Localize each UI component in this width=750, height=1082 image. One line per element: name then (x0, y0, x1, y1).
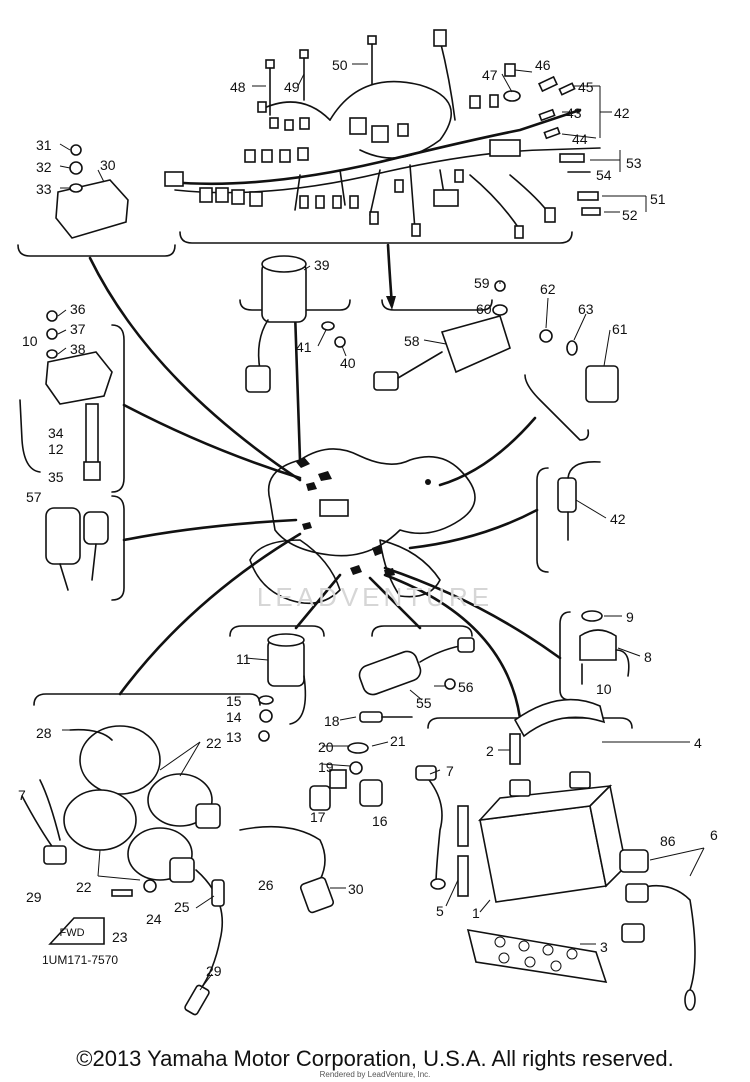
fwd-label: FWD (59, 927, 84, 939)
label-16: 16 (372, 813, 388, 829)
label-18: 18 (324, 713, 340, 729)
leads-25-30 (21, 795, 335, 1016)
label-17: 17 (310, 809, 326, 825)
label-58: 56 (458, 679, 474, 695)
sensor-43 (557, 461, 601, 541)
label-52: 50 (332, 57, 348, 73)
label-29-bottom: 29 (206, 963, 222, 979)
label-10-left: 10 (22, 333, 38, 349)
label-1: 1 (472, 905, 480, 921)
wire-harness (164, 29, 601, 239)
label-36: 35 (48, 469, 64, 485)
label-62: 60 (476, 301, 492, 317)
label-64: 62 (540, 281, 556, 297)
label-9: 9 (626, 609, 634, 625)
battery-1 (415, 698, 696, 1011)
label-53: 51 (650, 191, 666, 207)
switch-60 (373, 280, 511, 391)
relay-63 (539, 329, 619, 403)
label-54: 52 (622, 207, 638, 223)
label-29-left: 29 (26, 889, 42, 905)
label-42: 41 (296, 339, 312, 355)
label-56: 54 (596, 167, 612, 183)
label-14: 14 (226, 709, 242, 725)
label-21: 21 (390, 733, 406, 749)
label-47: 45 (578, 79, 594, 95)
main-switch-40 (245, 255, 346, 393)
ignition-coils-22 (39, 725, 221, 883)
label-4: 4 (694, 735, 702, 751)
label-20: 20 (318, 739, 334, 755)
label-49: 47 (482, 67, 498, 83)
label-40: 39 (314, 257, 330, 273)
label-46: 44 (572, 131, 588, 147)
label-60: 58 (404, 333, 420, 349)
switch-57 (358, 637, 475, 696)
label-61: 59 (474, 275, 490, 291)
label-51: 49 (284, 79, 300, 95)
label-50: 48 (230, 79, 246, 95)
diagram-code: 1UM171-7570 (42, 953, 118, 967)
label-22-top: 22 (206, 735, 222, 751)
label-8: 8 (644, 649, 652, 665)
switches-16-21 (309, 711, 413, 811)
label-39: 38 (70, 341, 86, 357)
label-65: 63 (578, 301, 594, 317)
label-15: 15 (226, 693, 242, 709)
label-11: 11 (236, 651, 251, 667)
label-44: 42 (614, 105, 630, 121)
label-5: 5 (436, 903, 444, 919)
relay-39 (19, 310, 113, 481)
label-26: 26 (258, 877, 274, 893)
connectors-45-56 (503, 63, 601, 216)
label-57: 55 (416, 695, 432, 711)
label-37: 36 (70, 301, 86, 317)
label-38: 37 (70, 321, 86, 337)
label-13: 13 (226, 729, 242, 745)
label-31: 30 (100, 157, 116, 173)
label-7-right: 7 (446, 763, 454, 779)
bolts-50-52 (265, 35, 377, 116)
label-19: 19 (318, 759, 334, 775)
label-30: 30 (348, 881, 364, 897)
label-41: 40 (340, 355, 356, 371)
render-credit: Rendered by LeadVenture, Inc. (319, 1070, 431, 1079)
watermark: LEADVENTURE (257, 582, 493, 612)
frame-sketch (249, 448, 476, 605)
label-10-right: 10 (596, 681, 612, 697)
copyright-notice: ©2013 Yamaha Motor Corporation, U.S.A. A… (76, 1046, 674, 1071)
callout-labels: 48 49 50 47 46 45 42 43 44 53 54 51 52 3… (18, 57, 718, 979)
unit-59 (45, 507, 109, 591)
label-22-bottom: 22 (76, 879, 92, 895)
callout-leaders (57, 63, 705, 991)
label-24: 24 (146, 911, 162, 927)
label-2: 2 (486, 743, 494, 759)
horn-8 (579, 610, 630, 685)
label-35: 34 (48, 425, 64, 441)
label-34: 33 (36, 181, 52, 197)
label-23: 23 (112, 929, 128, 945)
fwd-arrow: FWD 1UM171-7570 (42, 917, 118, 967)
starter-relay-11 (258, 633, 307, 742)
label-33: 32 (36, 159, 52, 175)
regulator-31 (55, 144, 129, 239)
label-43: 42 (610, 511, 626, 527)
label-55: 53 (626, 155, 642, 171)
label-3: 3 (600, 939, 608, 955)
label-28: 28 (36, 725, 52, 741)
label-25: 25 (174, 899, 190, 915)
label-6: 6 (710, 827, 718, 843)
label-63: 61 (612, 321, 628, 337)
label-59: 57 (26, 489, 42, 505)
label-7-left: 7 (18, 787, 26, 803)
label-48: 46 (535, 57, 551, 73)
label-32: 31 (36, 137, 52, 153)
label-45: 43 (566, 105, 582, 121)
label-12: 12 (48, 441, 64, 457)
label-86: 86 (660, 833, 676, 849)
routing-lines (88, 243, 562, 720)
